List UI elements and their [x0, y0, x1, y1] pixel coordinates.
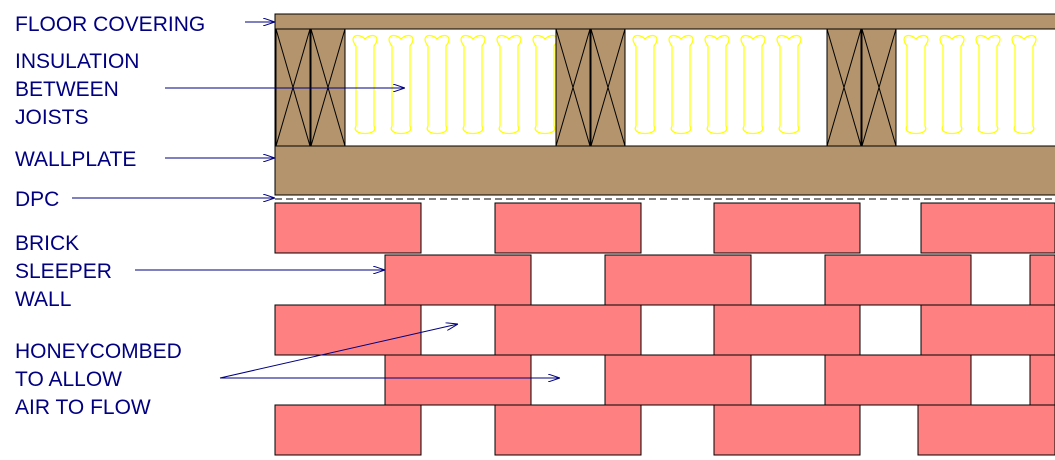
label-wallplate: WALLPLATE [15, 148, 136, 171]
joist-cross-b [826, 28, 862, 147]
label-brick-sleeper-line-2: SLEEPER [15, 260, 112, 283]
brick-r1-4 [920, 202, 1055, 254]
brick-r4-1 [384, 354, 532, 406]
insulation-batt-1 [352, 34, 558, 135]
label-honeycombed-line-2: TO ALLOW [15, 368, 122, 391]
wallplate-timber [274, 145, 1055, 196]
brick-r3-2 [494, 304, 642, 356]
brick-r1-3 [713, 202, 861, 254]
brick-r1-2 [494, 202, 642, 254]
brick-r3-4 [920, 304, 1055, 356]
labels: FLOOR COVERING INSULATION BETWEEN JOISTS… [15, 13, 205, 419]
brick-r5-2 [494, 404, 642, 456]
joist-cross-b [861, 28, 897, 147]
brick-r4-2 [604, 354, 752, 406]
label-honeycombed-line-1: HONEYCOMBED [15, 340, 182, 363]
label-insulation-line-1: INSULATION [15, 50, 139, 73]
brick-r4-4 [1029, 354, 1055, 406]
label-honeycombed-line-3: AIR TO FLOW [15, 396, 151, 419]
label-dpc: DPC [15, 188, 59, 211]
leader-honeycomb-upper [219, 324, 458, 379]
brick-r4-3 [824, 354, 972, 406]
label-insulation-line-2: BETWEEN [15, 78, 119, 101]
brick-r5-3 [713, 404, 861, 456]
floor-structure [274, 13, 1055, 200]
brick-r3-3 [713, 304, 861, 356]
brick-r2-4 [1029, 254, 1055, 306]
floor-covering-board [274, 13, 1055, 30]
brick-sleeper-wall [274, 202, 1055, 456]
brick-r3-1 [274, 304, 422, 356]
insulation-between-joists [352, 34, 1037, 135]
label-insulation-line-3: JOISTS [15, 106, 89, 129]
brick-r2-1 [384, 254, 532, 306]
insulation-batt-2 [632, 34, 802, 135]
brick-r2-3 [824, 254, 972, 306]
brick-r5-4 [917, 404, 1055, 456]
leader-lines [72, 22, 560, 378]
label-brick-sleeper-line-1: BRICK [15, 232, 79, 255]
label-floor-covering: FLOOR COVERING [15, 13, 205, 36]
joist-cross-b [555, 28, 591, 147]
insulation-batt-3 [903, 34, 1037, 135]
brick-r1-1 [274, 202, 422, 254]
joist-cross-b [590, 28, 626, 147]
brick-r2-2 [604, 254, 752, 306]
label-brick-sleeper-line-3: WALL [15, 288, 71, 311]
brick-r5-1 [274, 404, 422, 456]
